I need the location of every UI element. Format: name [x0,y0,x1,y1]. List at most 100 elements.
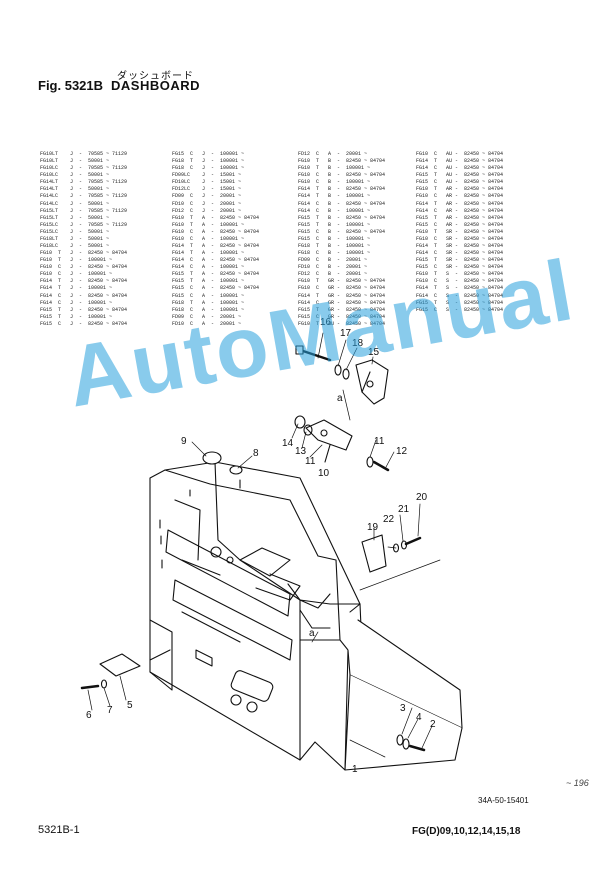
callout-7: 7 [107,705,113,716]
callout-6: 6 [86,710,92,721]
serial-row: FG10 T J - 100001 ~ [40,257,113,264]
serial-row: FG10 T A - 100001 ~ [172,221,245,228]
serial-row: FG14 C J - 100001 ~ [40,299,113,306]
serial-row: FG10LT J - 70585 ~ 71129 [40,151,128,157]
serial-row: FD09LC J - 15001 ~ [172,172,242,179]
callout-18: 18 [352,338,364,349]
serial-row: FG15 C S - 82450 ~ 84704 [416,306,504,313]
serial-row: FG15 T B - 82450 ~ 84704 [298,214,386,221]
callout-a-top: a [337,393,343,404]
bracket-19 [361,534,387,573]
serial-row: FG10 T B - 100001 ~ [298,165,371,172]
callout-12: 12 [396,446,408,457]
serial-row: FG10 T SR - 82450 ~ 84704 [416,228,504,235]
serial-row: FG15 T A - 100001 ~ [172,278,245,285]
serial-row: FG10 C S - 82450 ~ 84704 [416,278,504,285]
serial-row: FG10 C SR - 82450 ~ 84704 [416,235,504,242]
serial-row: FD10 C A - 20001 ~ [172,320,242,327]
serial-row: FG15 C A - 82450 ~ 84704 [172,285,260,292]
serial-row: FG15 T AR - 82450 ~ 84704 [416,214,504,221]
callout-1: 1 [352,764,358,775]
serial-row: FG14 T S - 82450 ~ 84704 [416,285,504,292]
callout-19: 19 [367,522,379,533]
serial-row: FG10 T J - 82450 ~ 84704 [40,250,128,257]
serial-row: FG15 C B - 100001 ~ [298,235,371,242]
callout-3: 3 [400,703,406,714]
serial-row: FD12 C B - 20001 ~ [298,271,368,278]
serial-row: FG14 T B - 82450 ~ 84704 [298,186,386,193]
serial-row: FD12 C J - 20001 ~ [172,207,242,214]
callout-13: 13 [295,446,307,457]
serial-row: FG15 T B - 100001 ~ [298,221,371,228]
callout-20: 20 [416,492,428,503]
serial-row: FG18 C J - 100001 ~ [172,165,245,172]
serial-row: FD09 C A - 20001 ~ [172,313,242,320]
serial-row: FG10 C AR - 82450 ~ 84704 [416,193,504,200]
callout-22: 22 [383,514,395,525]
serial-row: FD10 C B - 20001 ~ [298,264,368,271]
cover-plate-5 [99,653,141,677]
serial-row: FG14LC J - 50001 ~ [40,200,110,207]
serial-row: FG15 C AR - 82450 ~ 84704 [416,221,504,228]
serial-row: FG15 C GR - 82450 ~ 84704 [298,313,386,320]
model-list: FG(D)09,10,12,14,15,18 [412,826,521,837]
serial-row: FG14 T J - 82450 ~ 84704 [40,278,128,285]
serial-row: FG14LT J - 50001 ~ [40,186,110,193]
nuts-13-14 [294,415,313,436]
callout-10: 10 [318,468,330,479]
serial-row: FG15 T A - 82450 ~ 84704 [172,271,260,278]
serial-row: FG15 C A - 100001 ~ [172,292,245,299]
serial-row: FG10 T AU - 82450 ~ 84704 [298,320,386,327]
serial-row: FG18 T A - 100001 ~ [172,299,245,306]
serial-row: FG10 T AR - 82450 ~ 84704 [416,186,504,193]
serial-row: FG18 T B - 100001 ~ [298,243,371,250]
callout-21: 21 [398,504,410,515]
serial-row: FG15LT J - 50001 ~ [40,214,110,221]
serial-row: FD09 C B - 20001 ~ [298,257,368,264]
callout-2: 2 [430,719,436,730]
serial-row: FG10LT J - 50001 ~ [40,158,110,165]
plugs-8-9 [202,451,243,475]
serial-row: FG14 C S - 82450 ~ 84704 [416,292,504,299]
serial-row: FG14 C GR - 82450 ~ 84704 [298,299,386,306]
leader-lines [87,332,441,758]
serial-row: FG14 T A - 100001 ~ [172,250,245,257]
dashboard-panel [149,461,463,771]
serial-row: FG14 C SR - 82450 ~ 84704 [416,250,504,257]
serial-row: FG14 C A - 100001 ~ [172,264,245,271]
callout-8: 8 [253,448,259,459]
drawing-number: 34A-50-15401 [478,796,529,805]
serial-row: FG10 C J - 100001 ~ [40,271,113,278]
figure-name: DASHBOARD [111,78,201,93]
serial-row: FG10 T A - 82450 ~ 84704 [172,214,260,221]
bracket-15 [355,359,389,405]
bolt-6-washer-7 [80,679,108,690]
serial-row: FG15LC J - 70585 ~ 71129 [40,221,128,228]
serial-row: FG10 T B - 82450 ~ 84704 [298,158,386,165]
serial-row: FG15 C SR - 82450 ~ 84704 [416,264,504,271]
serial-row: FG14 C B - 100001 ~ [298,207,371,214]
serial-row: FG15 T S - 82450 ~ 84704 [416,299,504,306]
serial-row: FG10 C B - 82450 ~ 84704 [298,172,386,179]
serial-row: FG14 T B - 100001 ~ [298,193,371,200]
serial-row: FG15LT J - 70585 ~ 71129 [40,207,128,214]
serial-row: FG14 T J - 100001 ~ [40,285,113,292]
serial-row: FG10 C GR - 82450 ~ 84704 [298,285,386,292]
serial-row: FG14 T SR - 82450 ~ 84704 [416,243,504,250]
bolt-12-washer-11 [366,456,390,472]
hinge-10 [305,419,353,463]
serial-row: FG14 C B - 82450 ~ 84704 [298,200,386,207]
callout-17: 17 [340,328,352,339]
serial-row: FG18 T J - 100001 ~ [172,158,245,165]
serial-row: FG18LC J - 50001 ~ [40,243,110,250]
serial-row: FG14 T GR - 82450 ~ 84704 [298,292,386,299]
callout-16: 16 [320,317,332,328]
serial-row: FG14 T AR - 82450 ~ 84704 [416,200,504,207]
serial-row: FG15 T GR - 82450 ~ 84704 [298,306,386,313]
serial-row: FG10 T S - 82450 ~ 84704 [416,271,504,278]
serial-row: FG18LT J - 50001 ~ [40,235,110,242]
serial-row: FG10 C J - 82450 ~ 84704 [40,264,128,271]
callout-14: 14 [282,438,294,449]
